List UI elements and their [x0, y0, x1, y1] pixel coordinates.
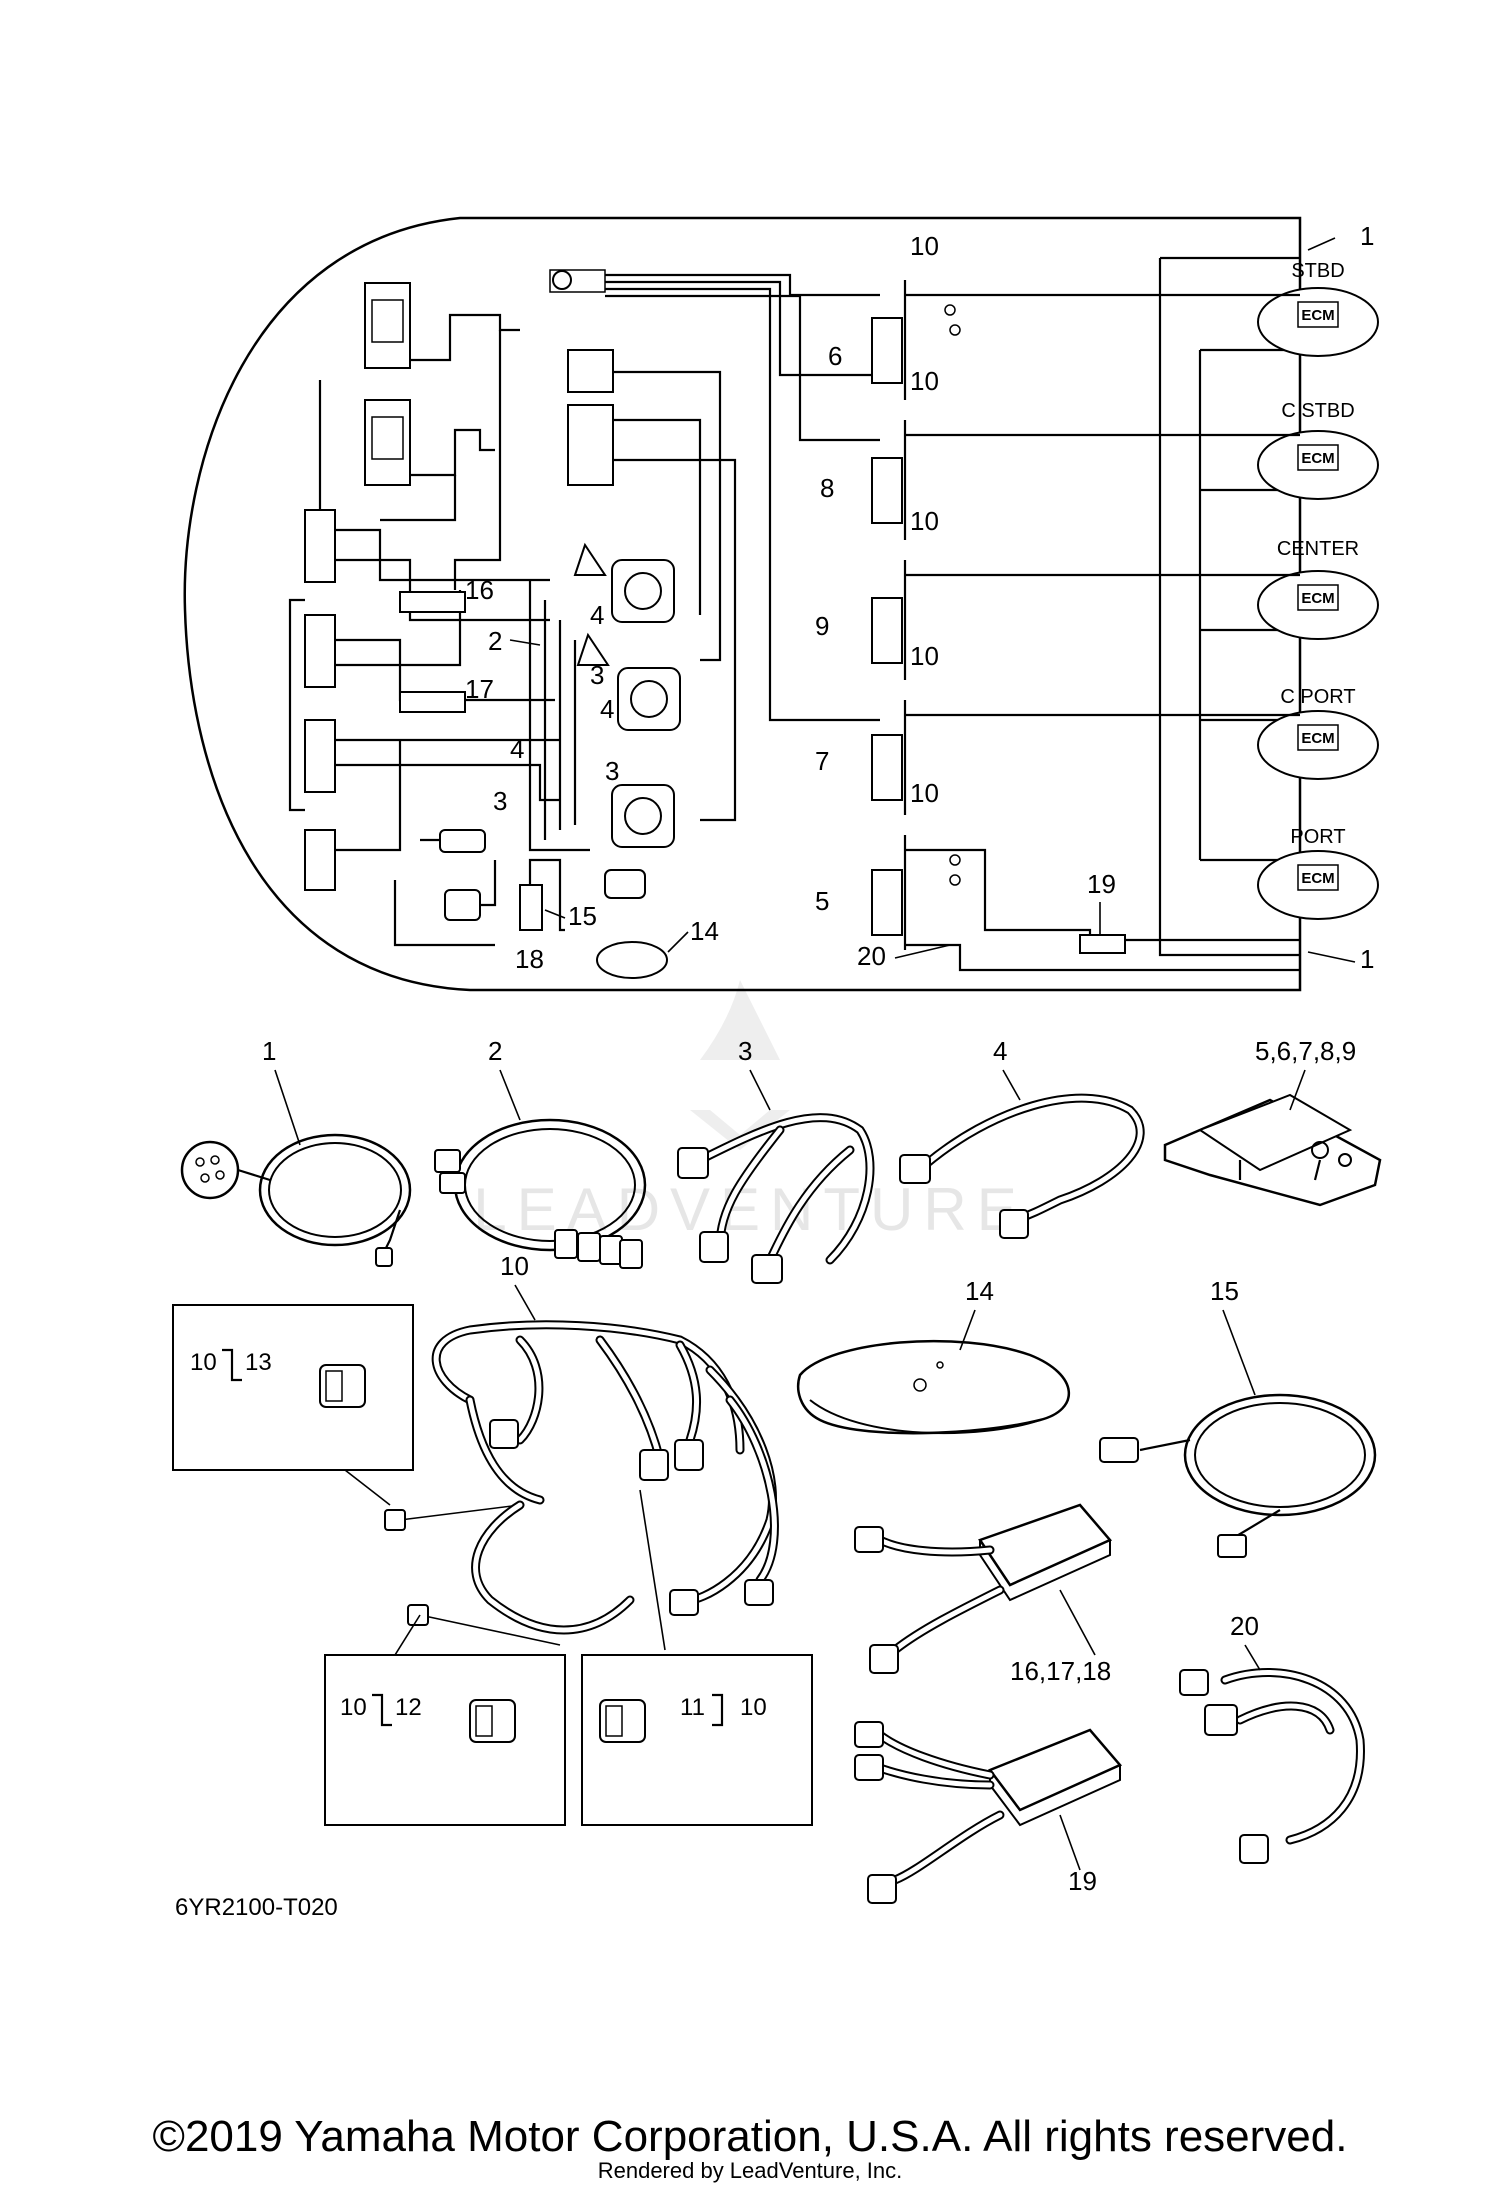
relay-modules	[871, 317, 903, 936]
part-2: 2	[434, 1036, 647, 1269]
callout-7: 7	[815, 746, 829, 776]
inset-top-left: 10 13	[172, 1304, 414, 1506]
hull-outline	[183, 216, 1302, 992]
module-6	[871, 317, 903, 384]
callout-1-top: 1	[1360, 221, 1374, 251]
diagram-code: 6YR2100-T020	[175, 1894, 338, 1921]
inset-bottom-left: 10 12	[324, 1614, 566, 1826]
callout-3-b: 3	[605, 756, 619, 786]
callout-17: 17	[465, 674, 494, 704]
component-17	[399, 691, 466, 713]
callout-19: 19	[1087, 869, 1116, 899]
svg-text:ECM: ECM	[1301, 450, 1334, 467]
ecm-center: ECM	[1257, 570, 1379, 640]
component-14	[596, 941, 668, 979]
callout-5: 5	[815, 886, 829, 916]
module-9	[871, 597, 903, 664]
part-label-16-18: 16,17,18	[1010, 1656, 1111, 1686]
part-label-20: 20	[1230, 1611, 1259, 1641]
inset-tl-sub: 13	[245, 1349, 272, 1376]
callout-4-a: 4	[590, 600, 604, 630]
part-label-10: 10	[500, 1251, 529, 1281]
callout-15: 15	[568, 901, 597, 931]
part-label-3: 3	[738, 1036, 752, 1066]
watermark: LEADVENTURE	[473, 980, 1017, 1243]
rendered-by-notice: Rendered by LeadVenture, Inc.	[597, 2158, 903, 2183]
callout-10-a: 10	[910, 231, 939, 261]
component-18	[519, 884, 543, 931]
part-label-19: 19	[1068, 1866, 1097, 1896]
wire-tees	[944, 304, 961, 886]
callout-16: 16	[465, 575, 494, 605]
svg-text:ECM: ECM	[1301, 730, 1334, 747]
svg-text:ECM: ECM	[1301, 590, 1334, 607]
callout-3-c: 3	[493, 786, 507, 816]
part-label-1: 1	[262, 1036, 276, 1066]
ecm-port: ECM	[1257, 850, 1379, 920]
ecm-pos-center: CENTER	[1277, 538, 1359, 560]
ecm-pos-c-stbd: C STBD	[1281, 400, 1354, 422]
callout-4-b: 4	[600, 694, 614, 724]
inset-bl-sub: 12	[395, 1694, 422, 1721]
svg-text:ECM: ECM	[1301, 870, 1334, 887]
component-16	[399, 591, 466, 613]
callout-2: 2	[488, 626, 502, 656]
part-4: 4	[899, 1036, 1145, 1239]
callout-10-d: 10	[910, 641, 939, 671]
component-19	[1079, 934, 1126, 954]
part-label-4: 4	[993, 1036, 1007, 1066]
callout-14: 14	[690, 916, 719, 946]
ecm-modules: ECM ECM ECM ECM ECM	[1257, 287, 1379, 920]
sensor-connector	[439, 829, 486, 853]
callout-10-b: 10	[910, 366, 939, 396]
callout-6: 6	[828, 341, 842, 371]
part-3: 3	[677, 1036, 875, 1284]
module-8	[871, 457, 903, 524]
part-14: 14	[796, 1276, 1070, 1435]
part-label-2: 2	[488, 1036, 502, 1066]
inset-tl-main: 10	[190, 1349, 217, 1376]
part-1: 1	[180, 1036, 412, 1267]
main-connectors	[611, 559, 681, 848]
svg-text:ECM: ECM	[1301, 307, 1334, 324]
part-20: 20	[1179, 1611, 1365, 1864]
callout-10-c: 10	[910, 506, 939, 536]
module-7	[871, 734, 903, 801]
inset-br-main: 10	[740, 1694, 767, 1721]
inset-bottom-right: 11 10	[581, 1654, 813, 1826]
part-10: 10	[384, 1251, 779, 1651]
ecm-c-stbd: ECM	[1257, 430, 1379, 500]
callout-18: 18	[515, 944, 544, 974]
module-5	[871, 869, 903, 936]
inset-br-sub: 11	[680, 1694, 705, 1721]
callout-4-c: 4	[510, 734, 524, 764]
exploded-parts: 1 2 3	[172, 1036, 1382, 1921]
part-label-5-9: 5,6,7,8,9	[1255, 1036, 1356, 1066]
ecm-c-port: ECM	[1257, 710, 1379, 780]
part-19: 19	[854, 1721, 1123, 1904]
part-5-9: 5,6,7,8,9	[1163, 1036, 1382, 1207]
ecm-stbd: ECM	[1257, 287, 1379, 357]
ecm-pos-stbd: STBD	[1291, 260, 1344, 282]
junction-blocks	[288, 380, 560, 947]
ecm-pos-c-port: C PORT	[1280, 686, 1355, 708]
callout-8: 8	[820, 473, 834, 503]
callout-10-e: 10	[910, 778, 939, 808]
callout-3-a: 3	[590, 660, 604, 690]
part-15: 15	[1099, 1276, 1377, 1558]
callout-20: 20	[857, 941, 886, 971]
part-16-18: 16,17,18	[854, 1503, 1113, 1686]
part-label-15: 15	[1210, 1276, 1239, 1306]
part-label-14: 14	[965, 1276, 994, 1306]
callout-9: 9	[815, 611, 829, 641]
inset-bl-main: 10	[340, 1694, 367, 1721]
callout-1-bottom: 1	[1360, 944, 1374, 974]
wiring-schematic: ECM ECM ECM ECM ECM	[183, 216, 1379, 992]
copyright-notice: ©2019 Yamaha Motor Corporation, U.S.A. A…	[152, 2112, 1348, 2161]
ecm-pos-port: PORT	[1290, 826, 1345, 848]
